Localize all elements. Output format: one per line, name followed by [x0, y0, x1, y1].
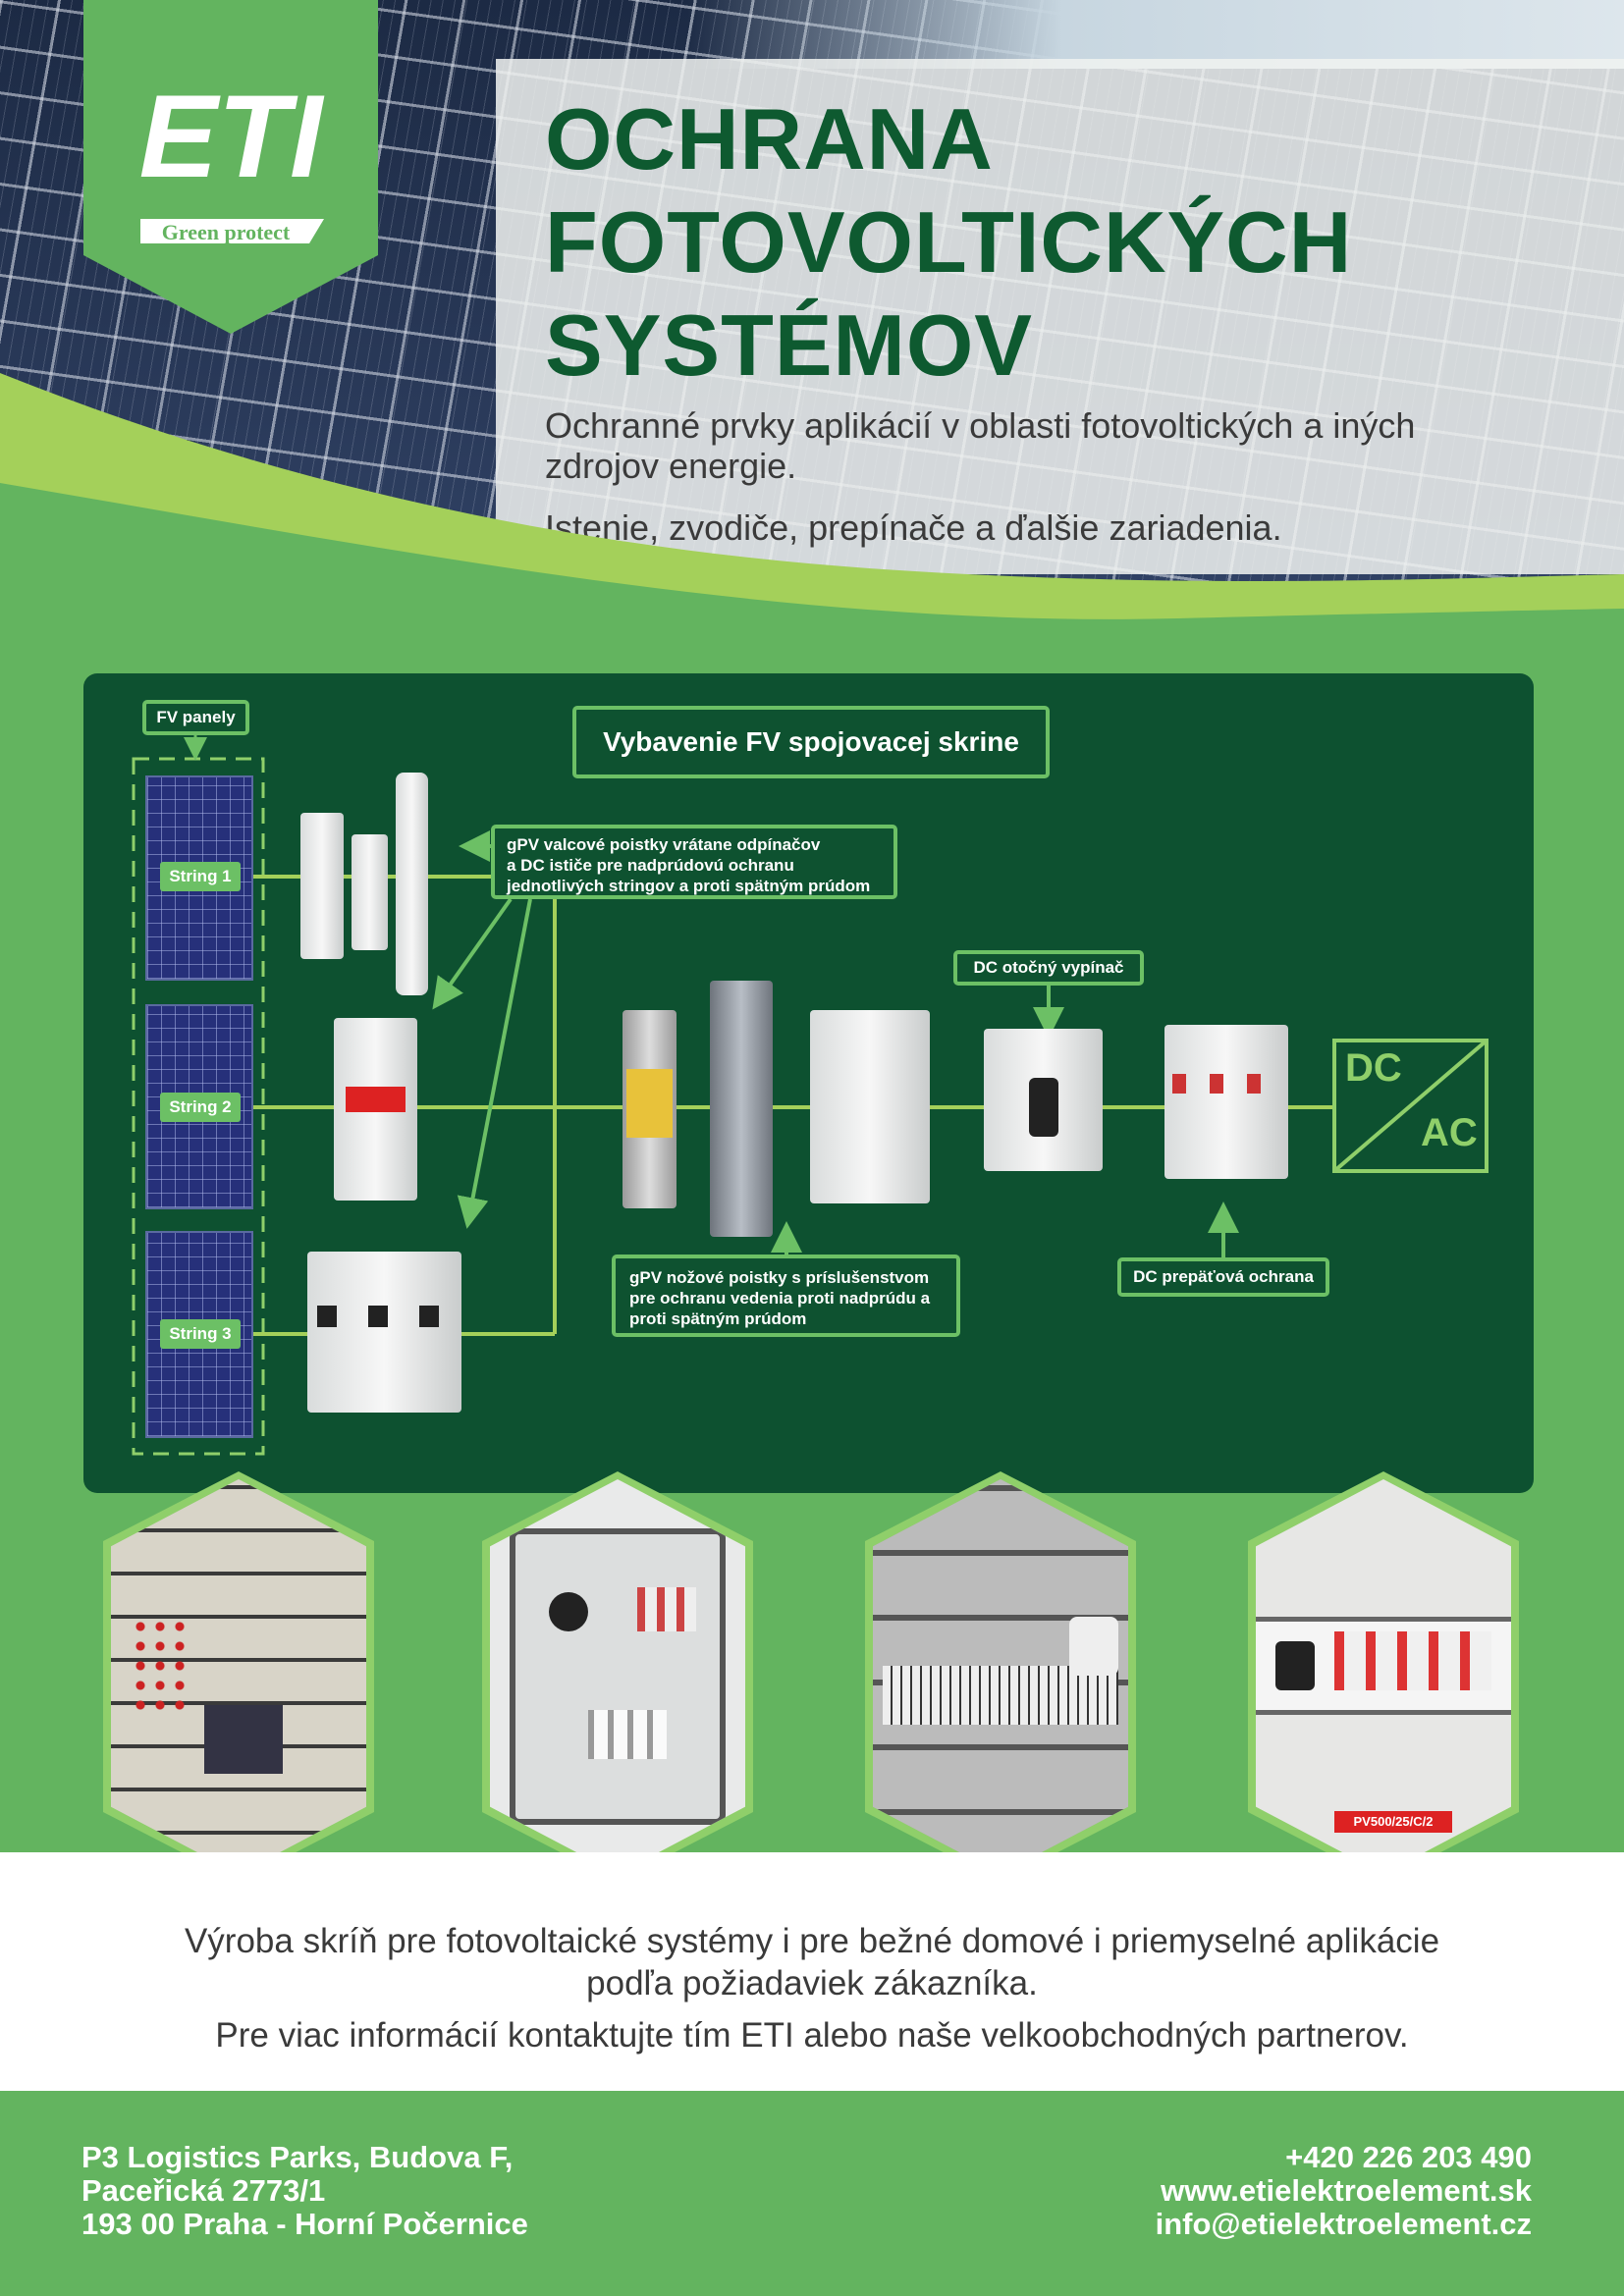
- callout-line: proti spätným prúdom: [629, 1309, 807, 1328]
- green-wave: [0, 373, 1624, 687]
- eti-logo: ETI Green protect: [83, 0, 378, 334]
- diagram-panel: DC AC FV panely Vybavenie FV spojovacej …: [83, 673, 1534, 1493]
- title-line-3: SYSTÉMOV: [545, 296, 1033, 394]
- callout-knife-fuses: gPV nožové poistky s príslušenstvom pre …: [612, 1255, 960, 1337]
- cylindrical-fuse-small: [352, 834, 388, 950]
- cylindrical-fuse-large: [396, 773, 428, 995]
- callout-line: jednotlivých stringov a proti spätným pr…: [507, 877, 871, 895]
- title-block: [496, 59, 1624, 574]
- cabinet-photo-3: [865, 1471, 1136, 1882]
- cabinet-label: PV500/25/C/2: [1334, 1811, 1452, 1833]
- cylindrical-fuse-holder: [300, 813, 344, 959]
- logo-brand: ETI: [139, 71, 325, 202]
- website-link[interactable]: www.etielektroelement.sk: [1161, 2173, 1532, 2208]
- nh-fuse: [623, 1010, 677, 1208]
- callout-line: a DC ističe pre nadprúdovú ochranu: [507, 856, 794, 875]
- fuse-disconnector: [810, 1010, 930, 1203]
- string-1-label: String 1: [160, 862, 241, 891]
- diagram-wires: [132, 735, 1489, 1456]
- callout-line: gPV valcové poistky vrátane odpínačov: [507, 835, 821, 854]
- info-line-3: Pre viac informácií kontaktujte tím ETI …: [215, 2016, 1409, 2055]
- cabinet-photo-1: [103, 1471, 374, 1882]
- address-line-2: Paceřická 2773/1: [81, 2173, 326, 2208]
- info-line-2: podľa požiadaviek zákazníka.: [586, 1964, 1038, 2002]
- fv-panels-label: FV panely: [142, 700, 249, 735]
- string-2-label: String 2: [160, 1093, 241, 1122]
- subtitle-line-2: zdrojov energie.: [545, 446, 797, 486]
- dc-breakers: [307, 1252, 461, 1413]
- fuse-base: [710, 981, 773, 1237]
- phone-number[interactable]: +420 226 203 490: [1285, 2140, 1532, 2174]
- diagram-title: Vybavenie FV spojovacej skrine: [572, 706, 1050, 778]
- subtitle-2: Istenie, zvodiče, prepínače a ďalšie zar…: [545, 507, 1282, 548]
- cabinet-photo-4: PV500/25/C/2: [1248, 1471, 1519, 1882]
- callout-cylindrical-fuses: gPV valcové poistky vrátane odpínačov a …: [491, 825, 897, 899]
- info-section: [0, 1852, 1624, 2091]
- logo-tagline: Green protect: [162, 220, 291, 244]
- dc-label: DC: [1345, 1046, 1402, 1090]
- callout-line: gPV nožové poistky s príslušenstvom: [629, 1268, 930, 1287]
- dc-rotary-switch: [984, 1029, 1103, 1171]
- fuse-holder: [334, 1018, 417, 1201]
- sky: [687, 0, 1624, 69]
- info-line-1: Výroba skríň pre fotovoltaické systémy i…: [184, 1922, 1440, 1960]
- address-line-1: P3 Logistics Parks, Budova F,: [81, 2140, 514, 2174]
- title-line-2: FOTOVOLTICKÝCH: [545, 193, 1353, 291]
- address-line-3: 193 00 Praha - Horní Počernice: [81, 2207, 528, 2241]
- title-line-1: OCHRANA: [545, 90, 994, 187]
- cabinet-photo-2: [482, 1471, 753, 1882]
- email-link[interactable]: info@etielektroelement.cz: [1155, 2207, 1532, 2241]
- ac-label: AC: [1421, 1111, 1478, 1154]
- subtitle-line-1: Ochranné prvky aplikácií v oblasti fotov…: [545, 405, 1416, 446]
- dc-surge-protector: [1164, 1025, 1288, 1179]
- callout-dc-switch: DC otočný vypínač: [953, 950, 1144, 986]
- callout-line: pre ochranu vedenia proti nadprúdu a: [629, 1289, 931, 1308]
- callout-dc-spd: DC prepäťová ochrana: [1117, 1257, 1329, 1297]
- string-3-label: String 3: [160, 1319, 241, 1349]
